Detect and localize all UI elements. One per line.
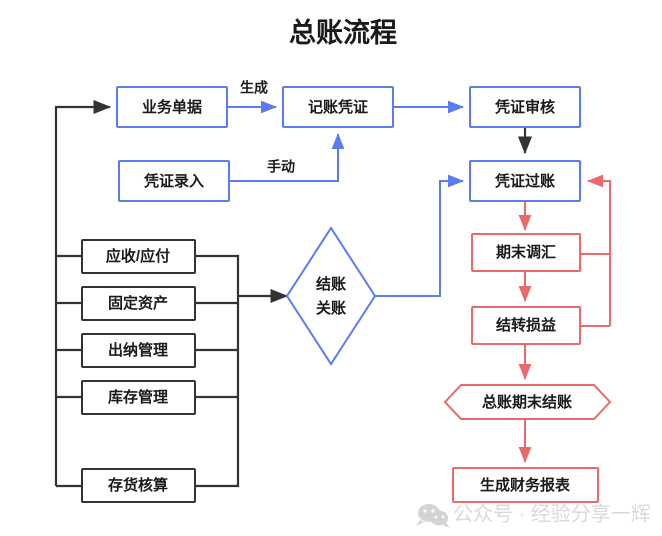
- node-stock-accounting-label: 存货核算: [108, 476, 168, 494]
- node-gl-period-close-shape: [443, 384, 612, 420]
- node-settlement-label-line2: 关账: [316, 299, 346, 317]
- edge-voucher-entry-to-voucher: [229, 133, 345, 182]
- edge-label-generate: 生成: [240, 80, 268, 96]
- watermark: 公众号 · 经验分享一辉: [416, 502, 651, 528]
- node-fixed-assets[interactable]: 固定资产: [81, 286, 196, 321]
- node-carry-forward-profit-shape: [471, 306, 581, 345]
- node-business-document-label: 业务单据: [142, 98, 202, 116]
- node-voucher-review-label: 凭证审核: [494, 98, 555, 116]
- node-fixed-assets-label: 固定资产: [108, 294, 168, 312]
- node-business-document-shape: [116, 86, 228, 128]
- node-carry-forward-profit-label: 结转损益: [496, 316, 556, 334]
- node-voucher-posting-shape: [469, 160, 581, 202]
- node-voucher-review-shape: [469, 86, 581, 128]
- node-generate-reports[interactable]: 生成财务报表: [452, 467, 599, 503]
- node-stock-accounting[interactable]: 存货核算: [81, 468, 196, 503]
- node-settlement-label-line1: 结账: [316, 275, 346, 293]
- node-cashier-management[interactable]: 出纳管理: [81, 333, 196, 368]
- edge-label-manual: 手动: [267, 159, 295, 175]
- node-settlement-shape: [285, 226, 377, 366]
- node-gl-period-close[interactable]: 总账期末结账: [443, 384, 612, 420]
- node-gl-period-close-label: 总账期末结账: [482, 393, 572, 411]
- node-cashier-management-shape: [81, 333, 196, 368]
- node-settlement[interactable]: 结账 关账: [285, 226, 377, 366]
- watermark-label: 公众号 · 经验分享一辉: [453, 502, 651, 525]
- wechat-icon: [416, 504, 450, 528]
- node-voucher-posting[interactable]: 凭证过账: [469, 160, 581, 202]
- node-period-end-revaluation-label: 期末调汇: [496, 243, 556, 261]
- node-stock-accounting-shape: [81, 468, 196, 503]
- node-generate-reports-label: 生成财务报表: [480, 476, 571, 494]
- edge-revaluation-feedback: [580, 174, 611, 255]
- node-voucher-entry-label: 凭证录入: [143, 172, 204, 190]
- node-accounting-voucher-shape: [282, 86, 394, 128]
- edge-modules-to-business-document: [54, 99, 112, 486]
- node-voucher-entry[interactable]: 凭证录入: [118, 160, 230, 202]
- node-carry-forward-profit[interactable]: 结转损益: [471, 306, 581, 345]
- node-accounting-voucher-label: 记账凭证: [308, 98, 368, 116]
- node-inventory-management-shape: [81, 380, 196, 415]
- node-fixed-assets-shape: [81, 286, 196, 321]
- node-business-document[interactable]: 业务单据: [116, 86, 228, 128]
- node-period-end-revaluation-shape: [471, 233, 581, 272]
- node-voucher-review[interactable]: 凭证审核: [469, 86, 581, 128]
- node-period-end-revaluation[interactable]: 期末调汇: [471, 233, 581, 272]
- node-cashier-management-label: 出纳管理: [108, 341, 168, 359]
- node-receivable-payable[interactable]: 应收/应付: [81, 239, 196, 274]
- node-receivable-payable-shape: [81, 239, 196, 274]
- node-generate-reports-shape: [452, 467, 599, 503]
- node-receivable-payable-label: 应收/应付: [106, 247, 170, 265]
- edge-modules-collector: [195, 254, 240, 488]
- node-voucher-posting-label: 凭证过账: [494, 172, 555, 190]
- node-inventory-management-label: 库存管理: [108, 388, 168, 406]
- node-accounting-voucher[interactable]: 记账凭证: [282, 86, 394, 128]
- edge-settlement-to-posting: [375, 174, 464, 297]
- page-title: 总账流程: [289, 18, 397, 48]
- node-voucher-entry-shape: [118, 160, 230, 202]
- node-inventory-management[interactable]: 库存管理: [81, 380, 196, 415]
